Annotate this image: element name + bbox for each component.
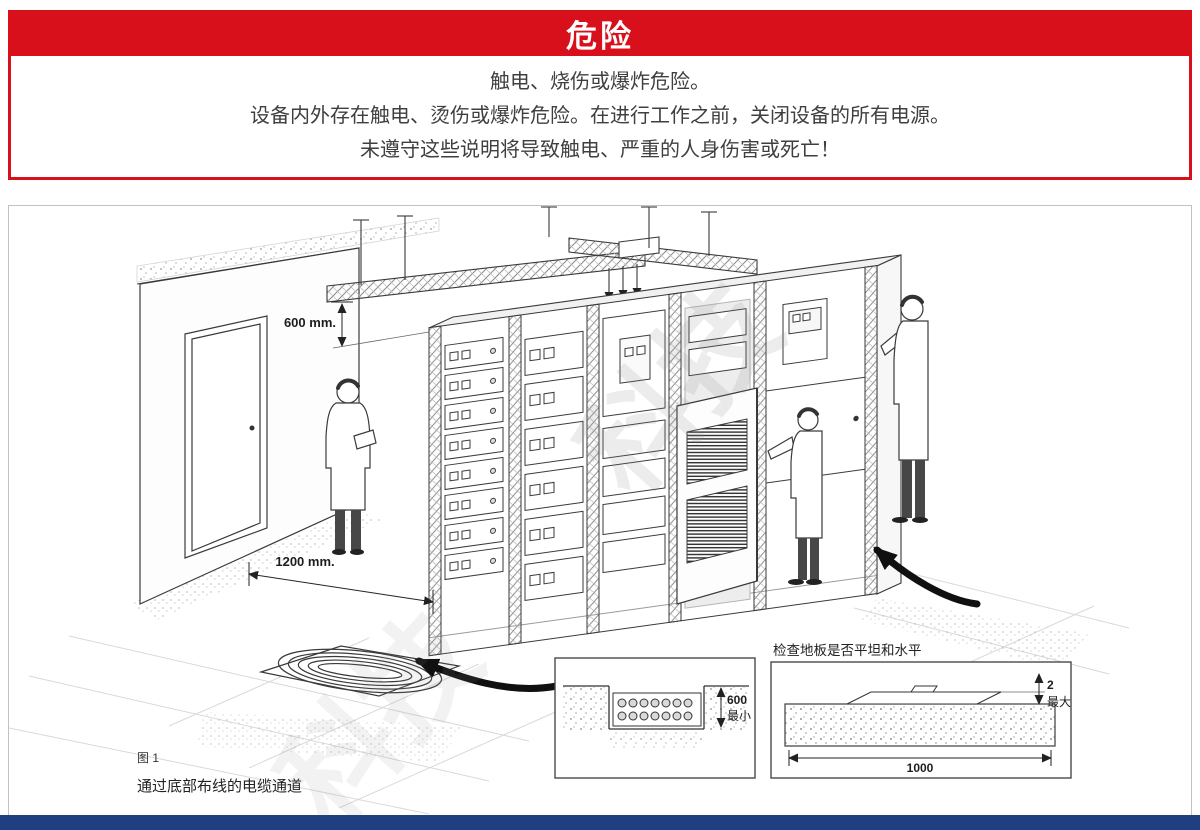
warning-line-2: 设备内外存在触电、烫伤或爆炸危险。在进行工作之前，关闭设备的所有电源。 — [250, 105, 950, 127]
inset-floor-flatness: 检查地板是否平坦和水平 2 最大 1000 — [770, 643, 1072, 779]
floor-flatness-title: 检查地板是否平坦和水平 — [773, 643, 922, 658]
figure-panel: 600 mm. — [8, 205, 1192, 817]
trench-depth-qualifier: 最小 — [727, 709, 751, 723]
door-handle — [249, 425, 255, 431]
floor-tiles — [9, 567, 1130, 815]
warning-line-3: 未遵守这些说明将导致触电、严重的人身伤害或死亡！ — [360, 139, 840, 161]
open-cabinet-door — [676, 387, 758, 605]
technician-left — [325, 378, 377, 555]
floor-texture — [129, 510, 1089, 762]
switchgear-lineup — [428, 254, 902, 657]
panel-column-c — [602, 309, 666, 574]
arrow-to-cable-channel — [414, 657, 561, 692]
warning-box: 触电、烧伤或爆炸危险。 设备内外存在触电、烫伤或爆炸危险。在进行工作之前，关闭设… — [8, 56, 1192, 180]
figure-caption-label: 图 1 — [137, 751, 159, 765]
vent-grille — [686, 418, 748, 485]
clipboard — [353, 429, 377, 450]
dim-floor-label: 1200 mm. — [275, 554, 334, 569]
arrow-to-cabinet-base — [873, 546, 981, 608]
footer-bar — [0, 815, 1200, 830]
floor-cable-channel — [258, 645, 462, 697]
technician-right — [880, 294, 929, 523]
cable-bundle — [612, 692, 702, 727]
danger-banner-title: 危险 — [566, 18, 634, 54]
flatness-tolerance-qualifier: 最大 — [1047, 695, 1071, 709]
concrete-slab — [784, 703, 1056, 747]
breaker-column-b — [524, 330, 584, 601]
figure-caption-text: 通过底部布线的电缆通道 — [137, 778, 302, 795]
dim-floor-clearance: 1200 mm. — [248, 554, 434, 614]
switchgear-end-face — [876, 254, 902, 595]
dim-ceiling-label: 600 mm. — [284, 315, 336, 330]
dim-ceiling-clearance: 600 mm. — [284, 301, 430, 349]
slab-width-value: 1000 — [907, 761, 934, 775]
hair — [797, 407, 819, 418]
warning-line-1: 触电、烧伤或爆炸危险。 — [490, 71, 710, 93]
pointer-arrows — [414, 546, 981, 692]
wall-and-door — [139, 247, 360, 605]
hair — [336, 378, 360, 390]
breaker-column-a — [444, 336, 504, 581]
hair — [900, 294, 924, 307]
figure-illustration: 600 mm. — [9, 206, 1130, 816]
inset-cable-trench: 600 最小 — [554, 657, 756, 779]
technician-center — [767, 407, 823, 585]
flatness-tolerance-value: 2 — [1047, 678, 1054, 692]
floor-plate — [846, 691, 1002, 705]
vent-grille — [686, 485, 748, 564]
danger-banner: 危险 — [8, 10, 1192, 56]
trench-depth-value: 600 — [727, 693, 747, 707]
ceiling-cable-tray — [326, 206, 758, 303]
